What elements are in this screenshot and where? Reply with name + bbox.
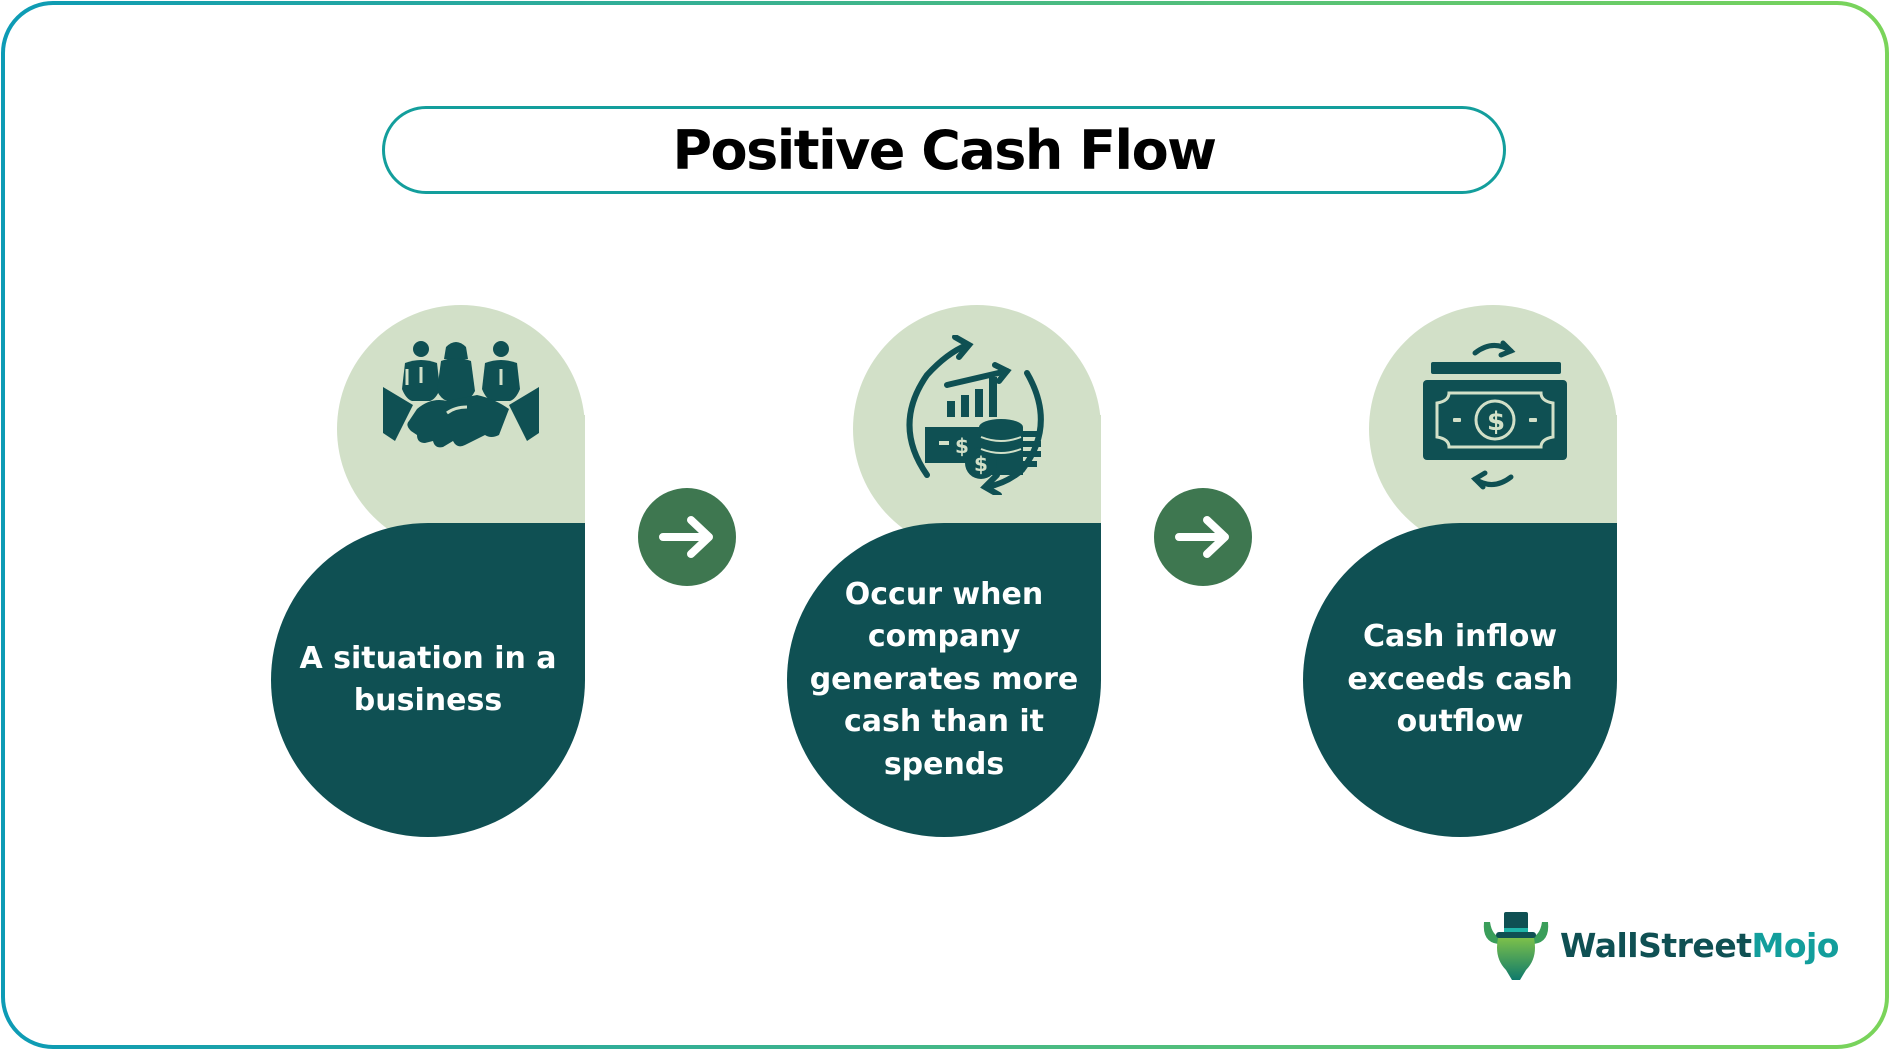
step-text: Cash inflow exceeds cash outflow	[1347, 619, 1573, 740]
svg-text:$: $	[974, 452, 988, 476]
title-pill: Positive Cash Flow	[382, 106, 1506, 194]
step-card-3: $ Cash inflow exceeds cash outflow	[1303, 305, 1617, 837]
step-text-bg: Cash inflow exceeds cash outflow	[1303, 523, 1617, 837]
step-card-2: $ $ Occur when company generates more ca…	[787, 305, 1101, 837]
step-card-1: A situation in a business	[271, 305, 585, 837]
cash-growth-cycle-icon: $ $	[906, 335, 1044, 495]
step-connector-arrow	[1154, 488, 1252, 586]
step-text: A situation in a business	[299, 640, 557, 719]
page-title: Positive Cash Flow	[672, 118, 1217, 182]
step-connector-arrow	[638, 488, 736, 586]
step-text-bg: Occur when company generates more cash t…	[787, 523, 1101, 837]
step-text: Occur when company generates more cash t…	[809, 576, 1079, 782]
money-exchange-icon: $	[1423, 340, 1567, 490]
svg-text:$: $	[955, 434, 969, 458]
brand-name: WallStreetMojo	[1560, 926, 1839, 965]
brand-logo: WallStreetMojo	[1480, 905, 1839, 985]
brand-name-part1: WallStreet	[1560, 925, 1752, 965]
arrow-right-icon	[1175, 516, 1229, 558]
bull-mascot-icon	[1483, 912, 1549, 980]
svg-text:$: $	[1487, 407, 1505, 437]
brand-name-part2: Mojo	[1751, 925, 1839, 965]
step-text-bg: A situation in a business	[271, 523, 585, 837]
handshake-team-icon	[383, 341, 539, 448]
arrow-right-icon	[659, 516, 713, 558]
